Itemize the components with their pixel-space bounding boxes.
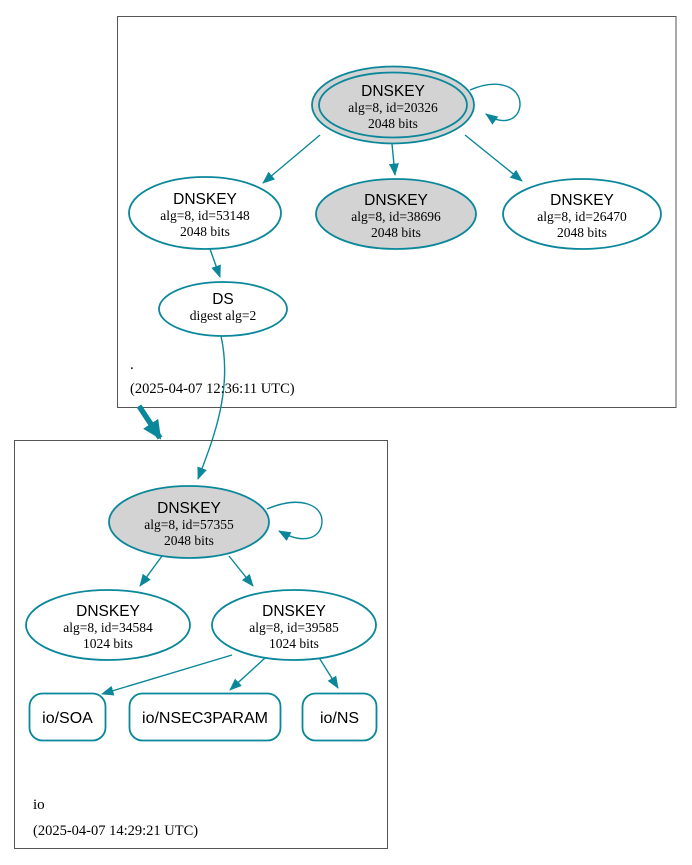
edge-dnskey20326-selfsign (469, 83, 521, 125)
node-rrset-io-nsec3param[interactable]: io/NSEC3PARAM (128, 692, 282, 742)
node-detail: 1024 bits (83, 636, 133, 651)
node-rrset-io-soa[interactable]: io/SOA (28, 692, 107, 742)
node-detail: alg=8, id=20326 (348, 100, 438, 115)
dnskey-ksk-inner-ellipse (318, 71, 468, 139)
zone-box-io (14, 440, 388, 849)
rrset-rect (128, 692, 282, 742)
edge-dnskey53148-ds (209, 248, 221, 278)
node-detail: alg=8, id=57355 (144, 517, 234, 532)
node-detail: digest alg=2 (190, 308, 256, 323)
node-title: DNSKEY (76, 603, 140, 620)
dnskey-ellipse (502, 178, 662, 250)
dnskey-ellipse (211, 589, 377, 661)
rrset-label: io/NSEC3PARAM (142, 710, 268, 727)
edge-dnskey39585-nsec3param (229, 657, 266, 691)
node-dnskey-34584[interactable]: DNSKEY alg=8, id=34584 1024 bits (25, 589, 191, 661)
node-detail: 2048 bits (164, 533, 214, 548)
edge-dnskey57355-selfsign (266, 501, 323, 541)
node-dnskey-39585[interactable]: DNSKEY alg=8, id=39585 1024 bits (211, 589, 377, 661)
node-title: DNSKEY (262, 603, 326, 620)
dnskey-ellipse (315, 178, 477, 250)
node-detail: alg=8, id=26470 (537, 209, 627, 224)
node-ds-root-io[interactable]: DS digest alg=2 (158, 281, 288, 337)
node-title: DNSKEY (173, 191, 237, 208)
node-detail: 2048 bits (371, 225, 421, 240)
node-detail: 2048 bits (180, 224, 230, 239)
edge-zone-root-to-io-delegation (136, 404, 163, 440)
node-dnskey-38696[interactable]: DNSKEY alg=8, id=38696 2048 bits (315, 178, 477, 250)
node-detail: alg=8, id=53148 (160, 208, 250, 223)
dnskey-ellipse (25, 589, 191, 661)
node-detail: alg=8, id=38696 (351, 209, 441, 224)
node-title: DNSKEY (550, 192, 614, 209)
node-detail: 2048 bits (368, 116, 418, 131)
edge-dnskey20326-dnskey53148 (262, 134, 321, 184)
edge-dnskey39585-ns (317, 655, 339, 689)
dnskey-ellipse (128, 176, 282, 250)
zone-timestamp-io: (2025-04-07 14:29:21 UTC) (33, 823, 198, 839)
rrset-label: io/NS (320, 710, 359, 727)
edge-dnskey39585-soa (101, 654, 233, 696)
zone-name-io: io (33, 797, 45, 813)
node-detail: 1024 bits (269, 636, 319, 651)
node-title: DS (212, 291, 234, 308)
dnskey-ellipse (108, 485, 270, 559)
edge-dnskey57355-dnskey39585 (228, 555, 254, 587)
rrset-rect (301, 692, 378, 742)
node-dnskey-53148[interactable]: DNSKEY alg=8, id=53148 2048 bits (128, 176, 282, 250)
edge-dnskey57355-dnskey34584 (139, 555, 163, 587)
rrset-rect (28, 692, 107, 742)
dnskey-ksk-outer-ellipse (311, 65, 475, 145)
node-rrset-io-ns[interactable]: io/NS (301, 692, 378, 742)
edge-dnskey20326-dnskey26470 (464, 134, 523, 182)
zone-timestamp-root: (2025-04-07 12:36:11 UTC) (130, 381, 295, 397)
zone-name-root: . (130, 357, 134, 373)
node-detail: 2048 bits (557, 225, 607, 240)
zone-box-root (117, 16, 677, 408)
node-detail: alg=8, id=39585 (249, 620, 339, 635)
rrset-label: io/SOA (42, 710, 93, 727)
node-title: DNSKEY (364, 192, 428, 209)
node-dnskey-20326[interactable]: DNSKEY alg=8, id=20326 2048 bits (311, 65, 475, 145)
ds-ellipse (158, 281, 288, 337)
edge-dnskey20326-dnskey38696 (388, 143, 399, 176)
node-dnskey-57355[interactable]: DNSKEY alg=8, id=57355 2048 bits (108, 485, 270, 559)
node-title: DNSKEY (157, 500, 221, 517)
node-dnskey-26470[interactable]: DNSKEY alg=8, id=26470 2048 bits (502, 178, 662, 250)
node-detail: alg=8, id=34584 (63, 620, 153, 635)
edge-ds-dnskey57355 (197, 335, 226, 480)
node-title: DNSKEY (361, 83, 425, 100)
